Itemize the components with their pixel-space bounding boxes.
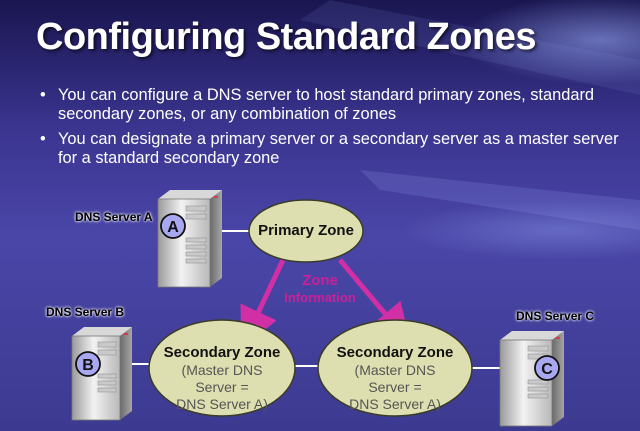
secondary-zone-master-line3: DNS Server A) <box>349 396 441 412</box>
background-streaks <box>300 0 640 260</box>
server-b-label: DNS Server B <box>46 305 125 319</box>
primary-zone-name: Primary Zone <box>258 222 354 239</box>
primary-zone-label: Primary Zone <box>252 222 360 240</box>
server-a-badge <box>160 213 186 239</box>
secondary-zone-master-line2: Server = <box>368 379 422 395</box>
bullet-dot: • <box>40 130 46 148</box>
bullet-text: You can configure a DNS server to host s… <box>58 86 595 123</box>
secondary-zone-master-line1: (Master DNS <box>181 362 263 378</box>
server-a-label: DNS Server A <box>75 210 153 224</box>
zone-information-line1: Zone <box>302 272 338 289</box>
server-c-badge <box>534 355 560 381</box>
server-c-label: DNS Server C <box>516 309 595 323</box>
server-b-badge-letter: B <box>82 357 94 374</box>
secondary-zone-ellipse-left <box>148 319 296 417</box>
primary-zone-ellipse <box>248 199 364 263</box>
secondary-zone-master-line3: DNS Server A) <box>176 396 268 412</box>
zone-information-label: Zone Information <box>265 272 375 306</box>
bullet-item: • You can designate a primary server or … <box>38 130 628 168</box>
secondary-zone-name: Secondary Zone <box>336 344 454 361</box>
slide-title: Configuring Standard Zones <box>36 16 536 58</box>
secondary-zone-ellipse-right <box>317 319 473 417</box>
secondary-zone-left-label: Secondary Zone (Master DNS Server = DNS … <box>160 344 284 413</box>
server-c-badge-letter: C <box>541 361 553 378</box>
bullet-list: • You can configure a DNS server to host… <box>38 86 628 174</box>
secondary-zone-right-label: Secondary Zone (Master DNS Server = DNS … <box>333 344 457 413</box>
secondary-zone-master-line1: (Master DNS <box>354 362 436 378</box>
bullet-item: • You can configure a DNS server to host… <box>38 86 628 124</box>
server-tower-icon <box>71 327 132 421</box>
secondary-zone-master-line2: Server = <box>195 379 249 395</box>
server-tower-icon <box>499 331 564 427</box>
bullet-dot: • <box>40 86 46 104</box>
bullet-text: You can designate a primary server or a … <box>58 130 619 167</box>
server-b-badge <box>75 351 101 377</box>
secondary-zone-name: Secondary Zone <box>163 344 281 361</box>
server-tower-icon <box>157 190 222 288</box>
zone-transfer-arrow-left <box>240 258 286 349</box>
zone-information-line2: Information <box>284 290 356 305</box>
server-a-badge-letter: A <box>167 219 179 236</box>
zone-transfer-arrow-right <box>338 258 411 345</box>
